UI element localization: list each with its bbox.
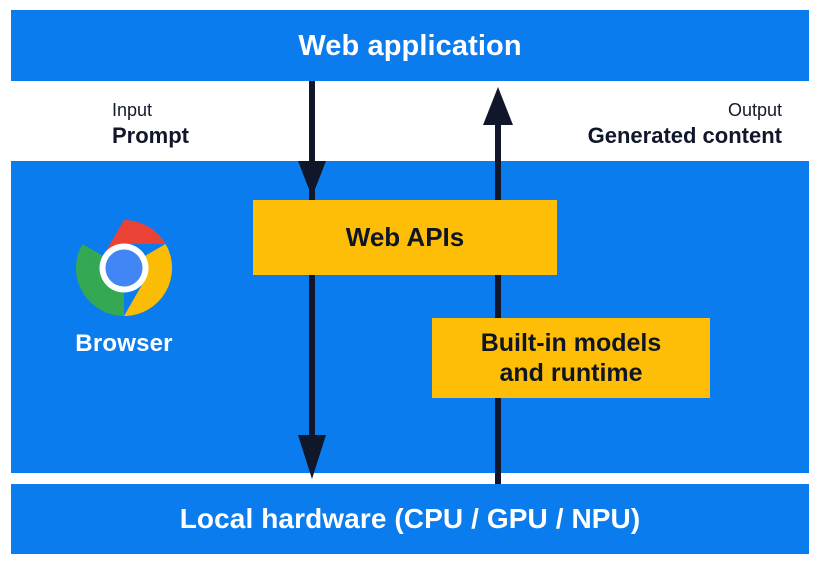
browser-label: Browser	[75, 330, 173, 357]
layer-local-hardware-title: Local hardware (CPU / GPU / NPU)	[179, 503, 641, 534]
flow-input-value: Prompt	[112, 123, 189, 149]
flow-output-value: Generated content	[587, 123, 782, 149]
arrow-output-up-icon	[483, 87, 513, 484]
flow-input-caption: Input Prompt	[112, 100, 189, 149]
layer-local-hardware: Local hardware (CPU / GPU / NPU)	[11, 484, 809, 554]
flow-output-caption: Output Generated content	[588, 100, 782, 149]
box-web-apis-label: Web APIs	[345, 222, 465, 252]
layer-web-application-title: Web application	[298, 30, 522, 62]
arrow-input-down-icon	[298, 81, 326, 479]
browser-badge: Browser	[60, 218, 188, 358]
chrome-logo-icon	[75, 219, 173, 316]
layer-web-application: Web application	[11, 10, 809, 81]
flow-input-kicker: Input	[112, 100, 153, 120]
flow-output-kicker: Output	[727, 100, 782, 120]
box-builtin-models[interactable]: Built-in models and runtime	[432, 318, 710, 398]
box-web-apis[interactable]: Web APIs	[253, 200, 557, 275]
box-builtin-models-label: Built-in models and runtime	[481, 328, 662, 389]
box-builtin-models-label-line2: and runtime	[499, 359, 643, 387]
box-builtin-models-label-line1: Built-in models	[480, 328, 662, 357]
